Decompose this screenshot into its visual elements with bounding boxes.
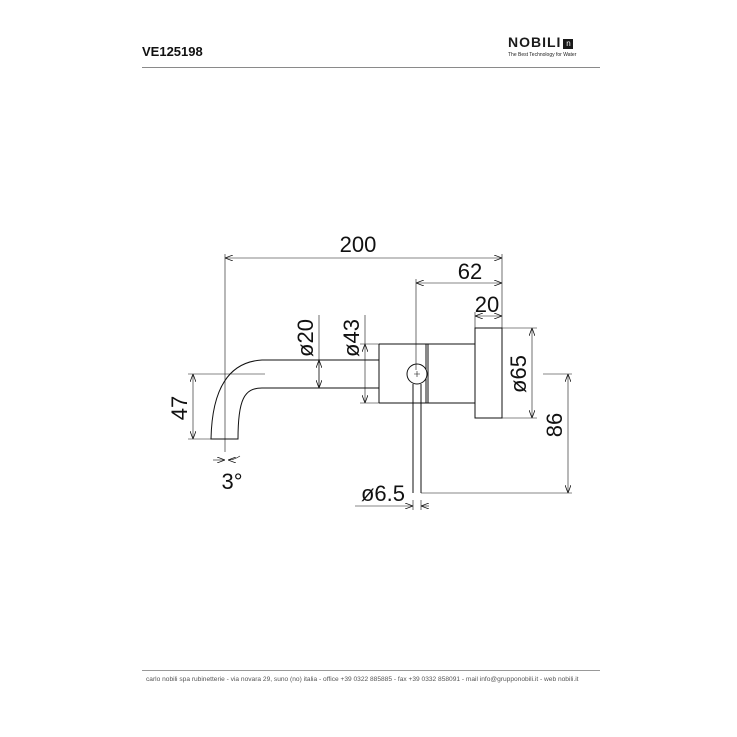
footer-divider <box>142 670 600 671</box>
dim-lever-diameter: ø6.5 <box>361 481 405 506</box>
brand-tagline: The Best Technology for Water <box>508 52 577 58</box>
footer-contact: carlo nobili spa rubinetterie - via nova… <box>146 676 579 683</box>
center-cross <box>414 371 420 377</box>
dim-overall-length: 200 <box>340 232 377 257</box>
dim-spout-drop: 47 <box>167 396 192 420</box>
lever <box>412 384 422 493</box>
rosette <box>474 327 503 419</box>
dim-body-diameter: ø43 <box>339 319 364 357</box>
header-divider <box>142 67 600 68</box>
brand-name: NOBILI <box>508 34 562 50</box>
dim-spout-diameter: ø20 <box>293 319 318 357</box>
dim-body-depth: 62 <box>458 259 482 284</box>
dimension-lines <box>188 254 572 510</box>
dim-spout-angle: 3° <box>221 469 242 494</box>
spout <box>210 359 379 440</box>
dim-rosette-diameter: ø65 <box>506 355 531 393</box>
brand-mark-icon: n <box>563 39 574 49</box>
dim-lever-drop: 86 <box>542 413 567 437</box>
valve-body <box>378 343 475 404</box>
faucet-outline <box>210 327 503 493</box>
dim-rosette-depth: 20 <box>475 292 499 317</box>
product-code: VE125198 <box>142 44 203 59</box>
